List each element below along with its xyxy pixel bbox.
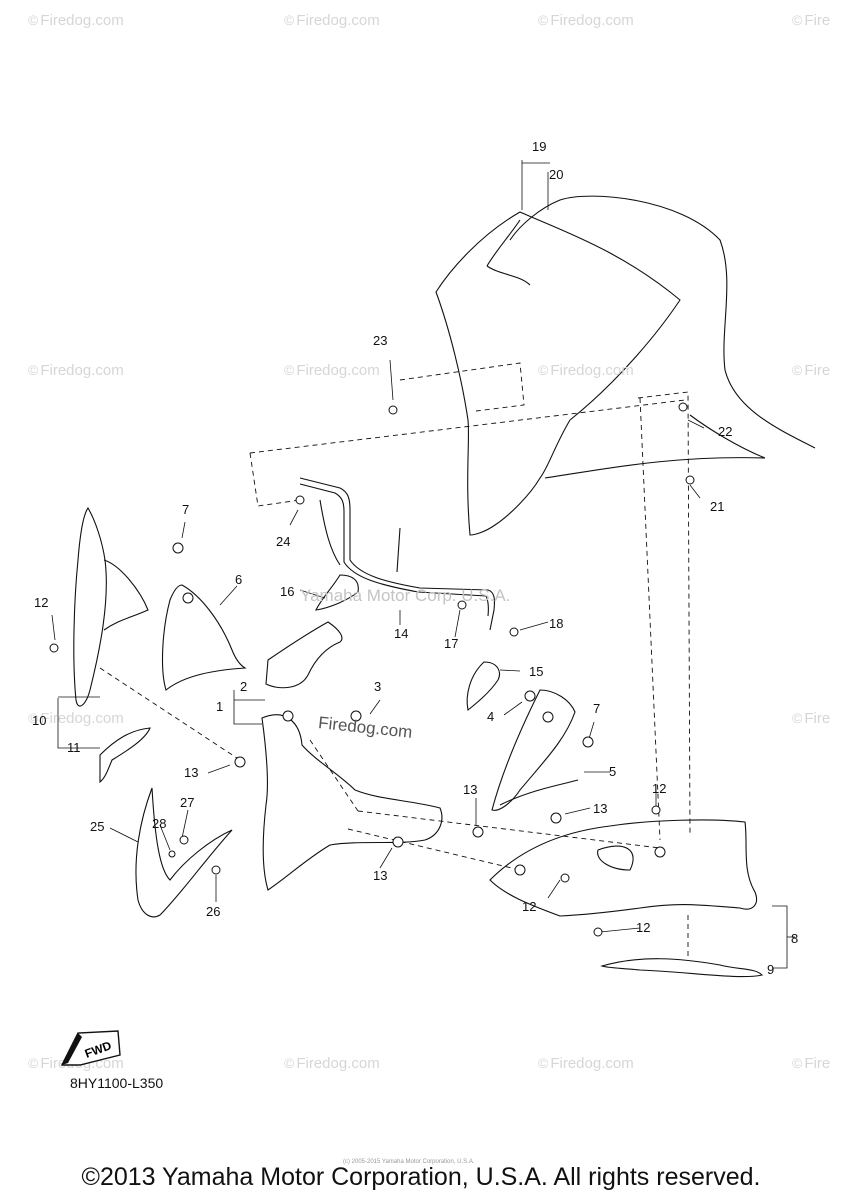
callout-12c: 12 (522, 899, 537, 914)
watermark: ©Firedog.com (28, 12, 124, 29)
watermark: ©Firedog.com (28, 710, 124, 727)
nut-18 (509, 627, 519, 637)
callout-11: 11 (67, 740, 81, 755)
callout-12a: 12 (34, 595, 49, 610)
collar-27 (179, 835, 189, 845)
callout-12d: 12 (636, 920, 651, 935)
callout-5: 5 (609, 764, 617, 779)
bolt-12a (49, 643, 59, 653)
alignment-lines (99, 362, 691, 958)
callout-18: 18 (549, 616, 564, 631)
center-watermark-company: Yamaha Motor Corp. U.S.A. (300, 586, 511, 605)
callout-26: 26 (206, 904, 221, 919)
callout-17: 17 (444, 636, 459, 651)
watermark: ©Fire (792, 12, 831, 29)
windshield-trim (509, 195, 816, 449)
bolt-23 (388, 405, 398, 415)
callout-24: 24 (276, 534, 291, 549)
callout-28: 28 (152, 816, 167, 831)
mount-16 (315, 574, 359, 611)
watermark: ©Firedog.com (284, 362, 380, 379)
fwd-arrow-icon: FWD (60, 1030, 121, 1066)
bolt-12d (593, 927, 603, 937)
bolt-21 (685, 475, 695, 485)
windshield (435, 211, 681, 536)
watermark: ©Firedog.com (538, 1055, 634, 1072)
callout-14: 14 (394, 626, 409, 641)
collar-13a (234, 756, 246, 768)
stay-bracket (299, 477, 496, 631)
collar-13d (550, 812, 562, 824)
callout-27: 27 (180, 795, 195, 810)
panel-2 (265, 621, 343, 689)
callout-6: 6 (235, 572, 243, 587)
callout-20: 20 (549, 167, 564, 182)
callout-3: 3 (374, 679, 382, 694)
grommet-28 (168, 850, 176, 858)
callout-13c: 13 (373, 868, 388, 883)
panel-25 (135, 787, 233, 918)
trim-9 (600, 958, 764, 978)
bolt-26 (211, 865, 221, 875)
callout-19: 19 (532, 139, 547, 154)
callout-10: 10 (32, 713, 47, 728)
bolt-7b (582, 736, 594, 748)
callout-12b: 12 (652, 781, 667, 796)
diagram-code: 8HY1100-L350 (70, 1075, 164, 1091)
watermark: ©Firedog.com (538, 362, 634, 379)
panel-6 (161, 584, 247, 691)
collar-13c (392, 836, 404, 848)
callout-7b: 7 (593, 701, 601, 716)
copyright-footer: ©2013 Yamaha Motor Corporation, U.S.A. A… (81, 1163, 761, 1191)
watermark: ©Firedog.com (538, 12, 634, 29)
panel-5 (491, 689, 576, 811)
callout-13b: 13 (463, 782, 478, 797)
side-panel-left (73, 506, 107, 707)
watermark: ©Fire (792, 710, 831, 727)
callout-1: 1 (216, 699, 224, 714)
watermark: ©Firedog.com (284, 1055, 380, 1072)
leader-lines (51, 160, 795, 969)
bolt-17 (457, 600, 467, 610)
bolt-22 (678, 402, 688, 412)
callout-21: 21 (710, 499, 725, 514)
right-cowl (489, 819, 758, 917)
callout-25: 25 (90, 819, 105, 834)
callout-4: 4 (487, 709, 495, 724)
callout-2: 2 (240, 679, 248, 694)
callout-9: 9 (767, 962, 775, 977)
bolt-7a (172, 542, 184, 554)
bolt-12c (560, 873, 570, 883)
callout-13d: 13 (593, 801, 608, 816)
callout-23: 23 (373, 333, 388, 348)
collar-13b (472, 826, 484, 838)
callout-7a: 7 (182, 502, 190, 517)
watermark: ©Fire (792, 1055, 831, 1072)
watermark: ©Firedog.com (284, 12, 380, 29)
panel-11 (99, 727, 151, 784)
bolt-3 (350, 710, 362, 722)
callout-13a: 13 (184, 765, 199, 780)
tiny-copyright-note: (c) 2005-2015 Yamaha Motor Corporation, … (343, 1159, 475, 1165)
watermark: ©Fire (792, 362, 831, 379)
bolt-12b (651, 805, 661, 815)
callout-22: 22 (718, 424, 733, 439)
callout-15: 15 (529, 664, 544, 679)
nut-24 (295, 495, 305, 505)
windshield-lower-edge (544, 414, 766, 479)
nut-4 (524, 690, 536, 702)
callout-8: 8 (791, 931, 799, 946)
watermark: ©Firedog.com (28, 362, 124, 379)
mount-15 (466, 661, 501, 711)
callout-16: 16 (280, 584, 295, 599)
main-cowling (261, 714, 443, 891)
